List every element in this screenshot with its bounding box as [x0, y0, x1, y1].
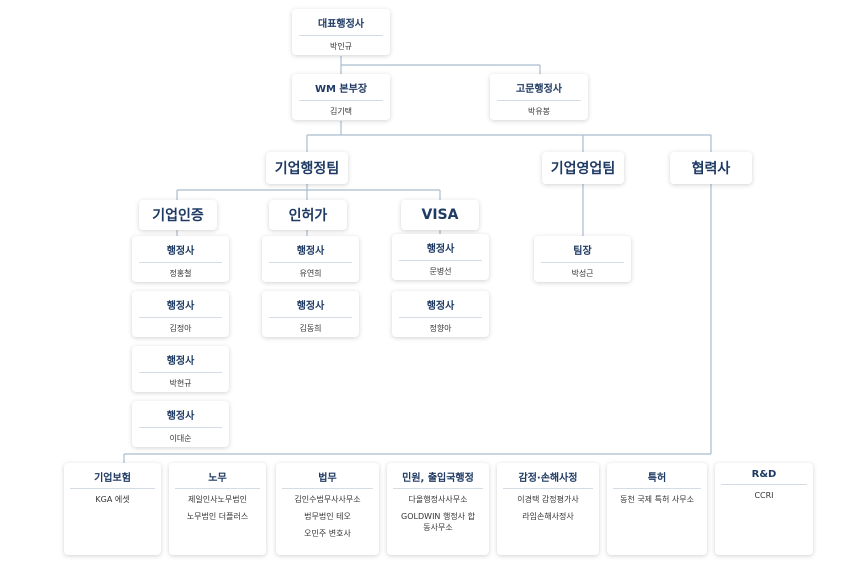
partner-name: 김인수법무사사무소 [294, 495, 361, 504]
card-title: 고문행정사 [497, 74, 581, 101]
group-title: VISA [421, 207, 459, 223]
partner-title: 노무 [175, 463, 260, 489]
card-title: 행정사 [399, 234, 482, 261]
group-title: 기업인증 [152, 208, 204, 224]
group-certification: 기업인증 [139, 200, 217, 230]
card-team-lead: 팀장 박성근 [534, 236, 631, 282]
partner-legal: 법무 김인수법무사사무소 법무법인 테오 오민주 변호사 [276, 463, 379, 555]
card-staff: 행정사 김정아 [132, 291, 229, 337]
card-name: 박성근 [571, 269, 594, 278]
card-title: 대표행정사 [299, 9, 383, 36]
card-title: 행정사 [139, 236, 222, 263]
team-title: 협력사 [691, 161, 731, 177]
group-title: 인허가 [288, 208, 328, 224]
card-name: 김정아 [169, 324, 192, 333]
card-name: 유연희 [299, 269, 322, 278]
card-title: 행정사 [269, 236, 352, 263]
partner-civil-immigration: 민원, 출입국행정 다올행정사사무소 GOLDWIN 행정사 합동사무소 [387, 463, 489, 555]
card-staff: 행정사 이대순 [132, 401, 229, 447]
card-name: 정홍철 [169, 269, 192, 278]
card-name: 정향아 [429, 324, 452, 333]
card-name: 김기택 [329, 107, 353, 116]
partner-name: 이경택 감정평가사 [517, 495, 579, 504]
card-name: 문병선 [429, 267, 452, 276]
partner-title: 특허 [613, 463, 701, 489]
team-corporate-admin: 기업행정팀 [266, 152, 348, 184]
partner-name: 법무법인 테오 [304, 512, 351, 521]
card-title: 행정사 [139, 346, 222, 373]
partner-name: 노무법인 더플러스 [186, 512, 249, 521]
partner-patent: 특허 동천 국제 특허 사무소 [607, 463, 707, 555]
group-visa: VISA [401, 200, 479, 230]
card-name: 박현규 [169, 379, 192, 388]
card-name: 박인규 [329, 42, 353, 51]
partner-title: 민원, 출입국행정 [393, 463, 483, 489]
card-name: 김동희 [299, 324, 322, 333]
partner-rnd: R&D CCRI [715, 463, 813, 555]
card-name: 박유봉 [527, 107, 551, 116]
team-corporate-sales: 기업영업팀 [542, 152, 624, 184]
card-title: 행정사 [139, 401, 222, 428]
card-staff: 행정사 유연희 [262, 236, 359, 282]
card-title: 행정사 [139, 291, 222, 318]
partner-title: 법무 [282, 463, 373, 489]
card-wm-head: WM 본부장 김기택 [292, 74, 390, 120]
card-ceo: 대표행정사 박인규 [292, 9, 390, 55]
card-title: 팀장 [541, 236, 624, 263]
card-staff: 행정사 문병선 [392, 234, 489, 280]
card-title: 행정사 [269, 291, 352, 318]
card-title: 행정사 [399, 291, 482, 318]
partner-name: 제일인사노무법인 [188, 495, 247, 504]
partner-name: 다올행정사사무소 [408, 495, 468, 504]
partner-insurance: 기업보험 KGA 에셋 [64, 463, 161, 555]
card-staff: 행정사 김동희 [262, 291, 359, 337]
group-permits: 인허가 [269, 200, 347, 230]
card-name: 이대순 [169, 434, 192, 443]
card-staff: 행정사 정홍철 [132, 236, 229, 282]
partner-name: CCRI [754, 491, 774, 500]
team-title: 기업영업팀 [550, 161, 616, 177]
partner-appraisal: 감정·손해사정 이경택 감정평가사 라임손해사정사 [497, 463, 599, 555]
partner-name: 오민주 변호사 [304, 529, 351, 538]
card-staff: 행정사 박현규 [132, 346, 229, 392]
team-partners: 협력사 [670, 152, 752, 184]
card-staff: 행정사 정향아 [392, 291, 489, 337]
card-advisor: 고문행정사 박유봉 [490, 74, 588, 120]
team-title: 기업행정팀 [274, 161, 340, 177]
partner-name: KGA 에셋 [95, 495, 130, 504]
card-title: WM 본부장 [299, 74, 383, 101]
partner-labor: 노무 제일인사노무법인 노무법인 더플러스 [169, 463, 266, 555]
partner-name: GOLDWIN 행정사 합동사무소 [401, 512, 475, 532]
partner-name: 동천 국제 특허 사무소 [620, 495, 694, 504]
partner-name: 라임손해사정사 [522, 512, 574, 521]
partner-title: 감정·손해사정 [503, 463, 593, 489]
partner-title: R&D [721, 463, 807, 485]
partner-title: 기업보험 [70, 463, 155, 489]
